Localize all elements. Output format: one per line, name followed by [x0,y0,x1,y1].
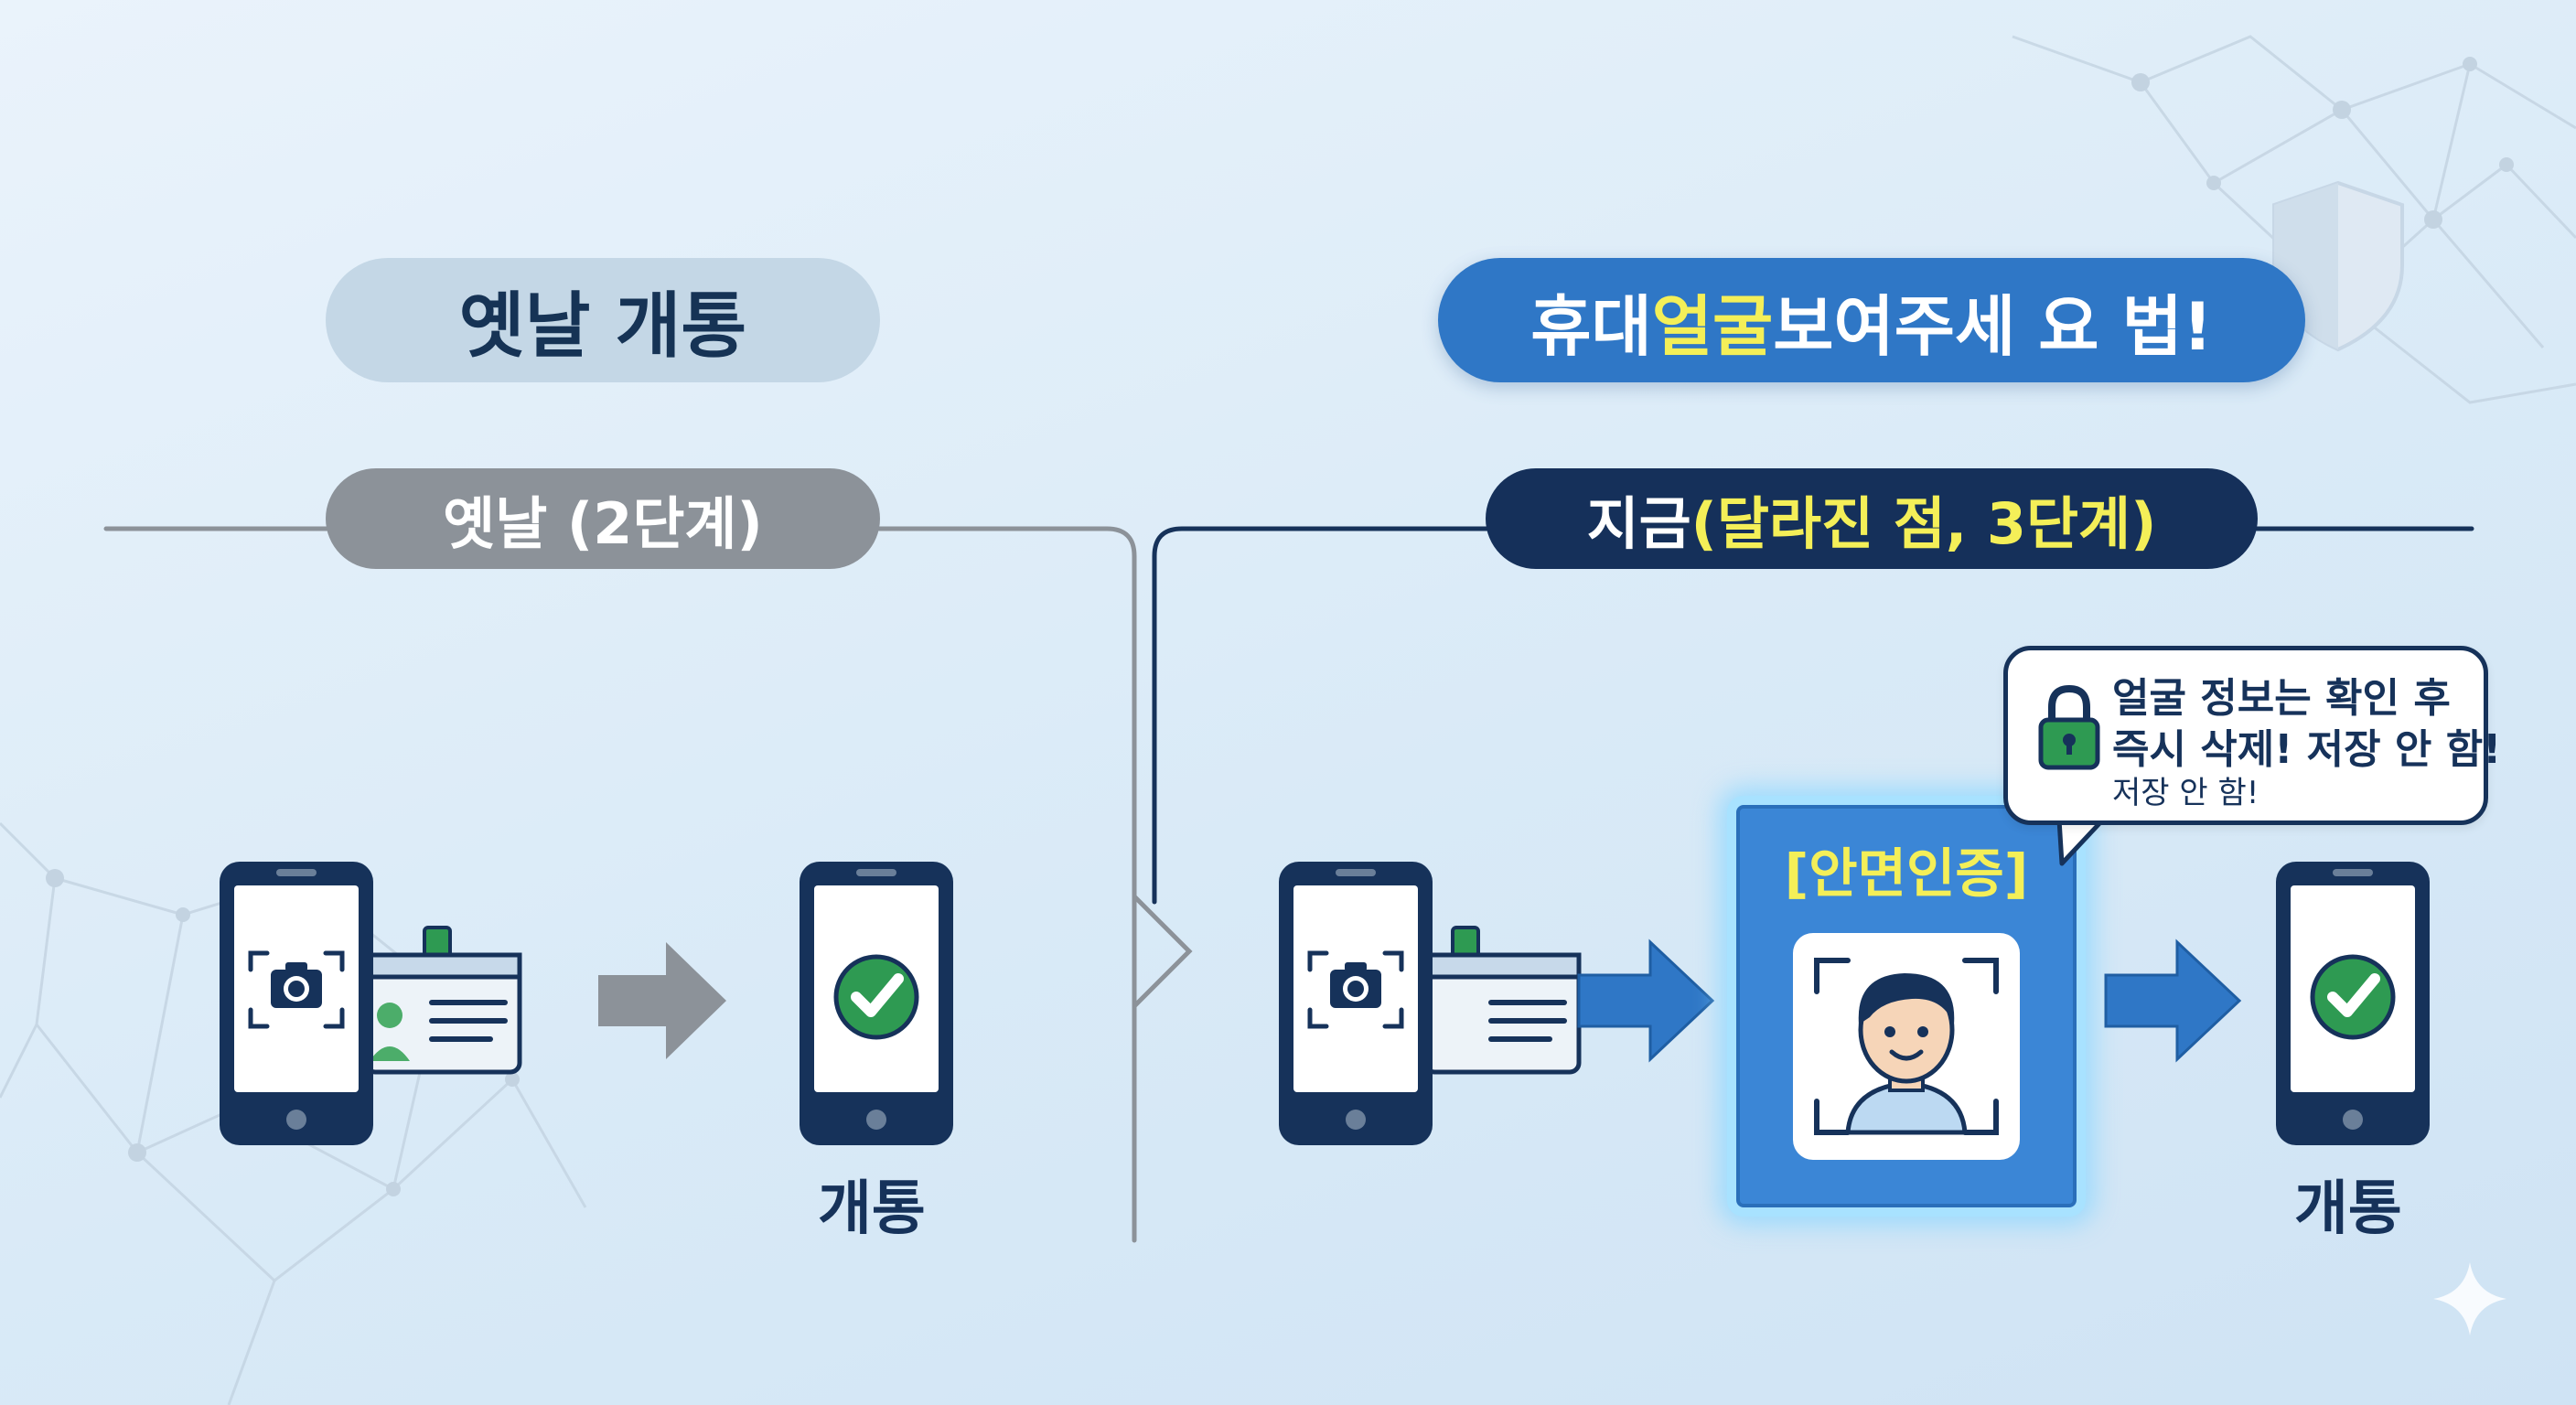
old-stage-label-text: 옛날 (2단계) [443,490,763,557]
arrow-right-icon-gray [598,942,726,1059]
id-card-icon-left [363,926,522,1075]
phone-check-right [2276,862,2430,1145]
new-law-title-part2: 보여주세 요 법! [1773,287,2213,365]
phone-camera-right [1279,862,1433,1145]
lock-icon [2038,684,2100,770]
face-authentication-panel: [안면인증] [1727,796,2086,1217]
old-stage-label: 옛날 (2단계) [326,468,880,569]
face-scan-card [1793,933,2020,1160]
new-law-title-highlight: 얼굴 [1651,287,1774,365]
id-card-icon-right [1422,926,1582,1075]
privacy-speech-bubble: 얼굴 정보는 확인 후 즉시 삭제! 저장 안 함! 저장 안 함! [2003,646,2501,825]
new-law-title: 휴대 얼굴 보여주세 요 법! [1438,258,2305,382]
activation-label-left: 개통 [818,1175,926,1243]
old-method-title-text: 옛날 개통 [458,285,747,368]
arrow-right-icon-blue-2 [2104,938,2242,1063]
new-stage-label-main: (달라진 점, 3단계) [1690,490,2157,557]
phone-camera-left [220,862,373,1145]
new-law-title-part1: 휴대 [1530,287,1652,365]
new-stage-label: 지금 (달라진 점, 3단계) [1486,468,2258,569]
phone-check-left [800,862,953,1145]
activation-label-right: 개통 [2294,1175,2402,1243]
arrow-right-icon-blue-1 [1577,938,1715,1063]
face-scan-icon [1814,958,1999,1135]
bubble-text-line3: 저장 안 함! [2112,775,2259,811]
bubble-text-line2: 즉시 삭제! 저장 안 함! [2112,726,2502,773]
new-stage-label-prefix: 지금 [1586,490,1691,557]
bubble-text-line1: 얼굴 정보는 확인 후 [2112,675,2451,722]
face-auth-label: [안면인증] [1784,842,2029,905]
old-method-title: 옛날 개통 [326,258,880,382]
